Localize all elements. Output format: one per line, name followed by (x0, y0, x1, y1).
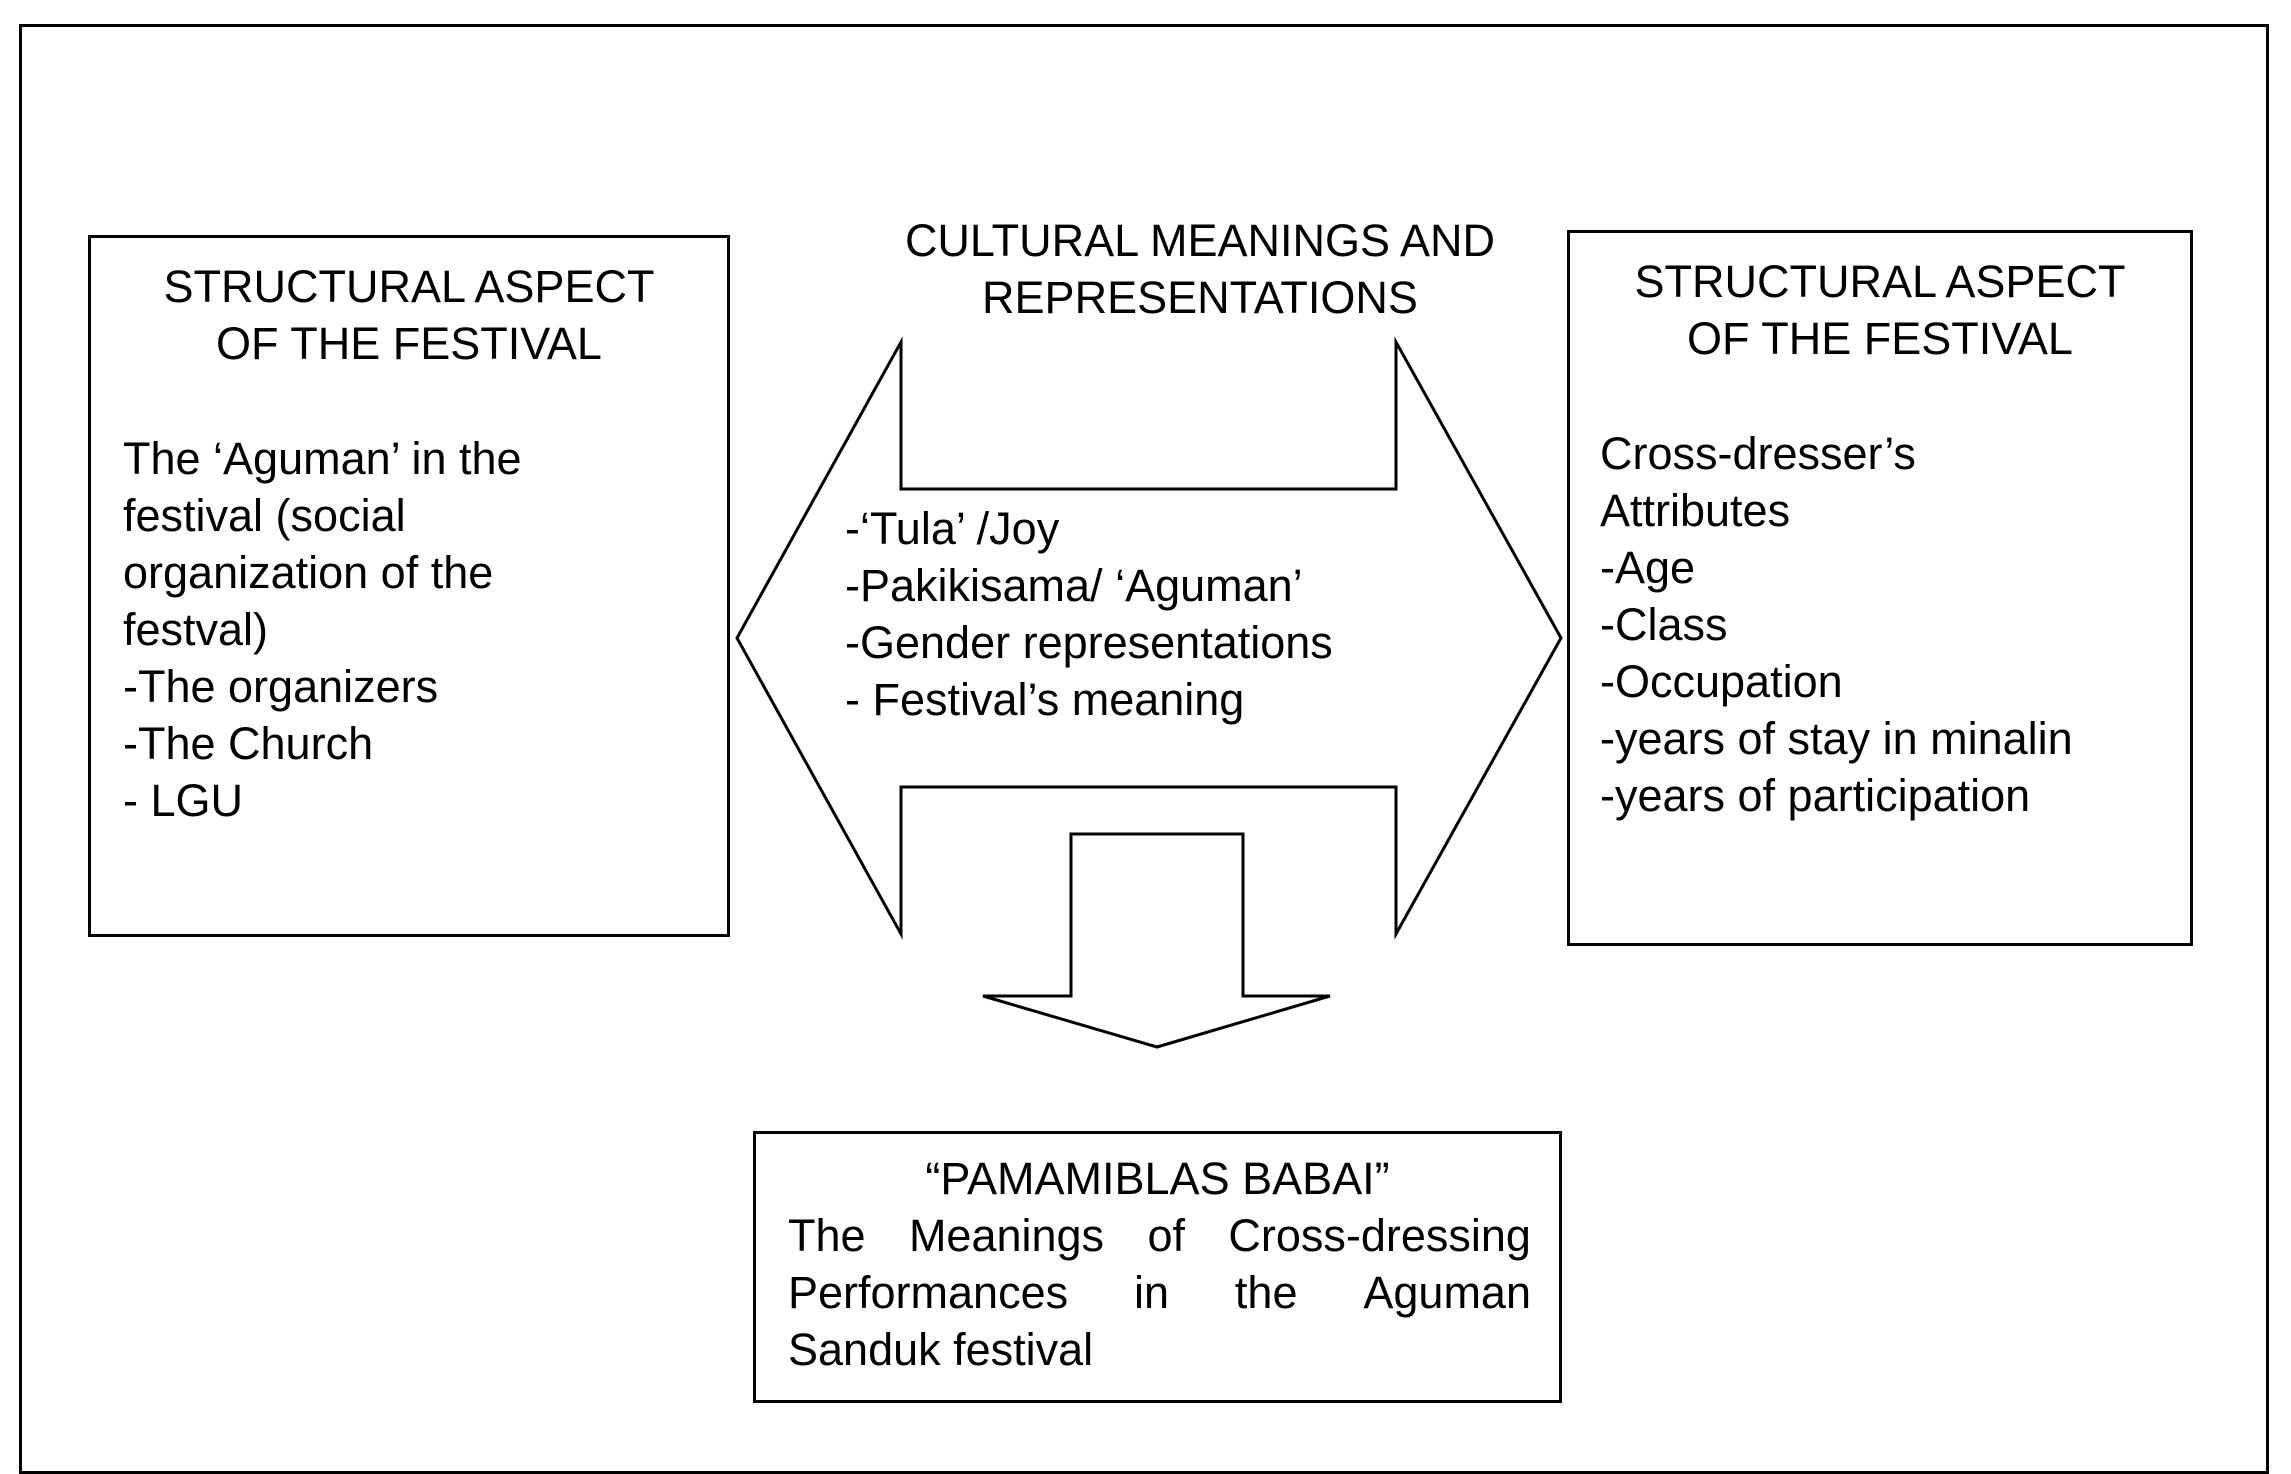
list-item: - LGU (123, 775, 244, 826)
list-item: -years of participation (1600, 770, 2031, 821)
right-structural-box: STRUCTURAL ASPECT OF THE FESTIVAL Cross-… (1567, 230, 2193, 946)
left-structural-box: STRUCTURAL ASPECT OF THE FESTIVAL The ‘A… (88, 235, 730, 937)
center-title: CULTURAL MEANINGS AND REPRESENTATIONS (904, 215, 1496, 323)
double-arrow (735, 336, 1563, 940)
list-item: -years of stay in minalin (1600, 713, 2073, 764)
list-item: The ‘Aguman’ in the (123, 433, 522, 484)
right-box-content: Cross-dresser’s Attributes -Age -Class -… (1600, 425, 2190, 824)
list-item: festval) (123, 604, 269, 655)
list-item: Attributes (1600, 485, 1791, 536)
left-box-content: The ‘Aguman’ in the festival (social org… (123, 430, 713, 829)
list-item: -‘Tula’ /Joy (845, 503, 1060, 554)
down-arrow (982, 832, 1331, 1049)
list-item: -Pakikisama/ ‘Aguman’ (845, 560, 1303, 611)
left-box-title: STRUCTURAL ASPECT OF THE FESTIVAL (163, 261, 655, 369)
list-item: festival (social (123, 490, 406, 541)
list-item: -Occupation (1600, 656, 1843, 707)
center-items: -‘Tula’ /Joy -Pakikisama/ ‘Aguman’ -Gend… (845, 500, 1405, 728)
list-item: Sanduk festival (788, 1324, 1094, 1375)
list-item: organization of the (123, 547, 494, 598)
list-item: -Age (1600, 542, 1696, 593)
list-item: -The organizers (123, 661, 439, 712)
right-box-title: STRUCTURAL ASPECT OF THE FESTIVAL (1634, 256, 2126, 364)
list-item: - Festival’s meaning (845, 674, 1245, 725)
list-item: -Class (1600, 599, 1728, 650)
list-item: Cross-dresser’s (1600, 428, 1916, 479)
list-item: -Gender representations (845, 617, 1333, 668)
result-box-title: “PAMAMIBLAS BABAI” (925, 1153, 1390, 1204)
list-item: -The Church (123, 718, 374, 769)
